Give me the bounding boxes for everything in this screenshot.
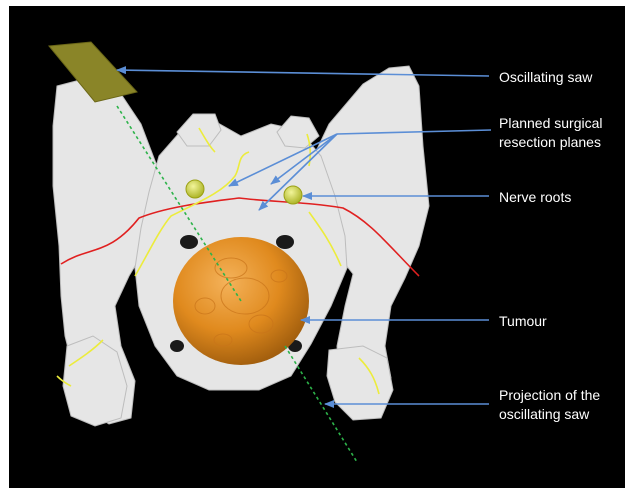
label-tumour: Tumour <box>499 312 547 331</box>
label-nerve-roots: Nerve roots <box>499 188 571 207</box>
label-oscillating-saw: Oscillating saw <box>499 68 592 87</box>
arrow-to-saw <box>117 70 489 76</box>
pelvis-render-panel: Oscillating saw Planned surgical resecti… <box>9 6 625 488</box>
label-resection-planes: Planned surgical resection planes <box>499 114 603 152</box>
right-ischium <box>327 346 393 420</box>
vertebra-process <box>277 116 319 148</box>
tumour <box>173 237 309 365</box>
label-saw-projection: Projection of the oscillating saw <box>499 386 600 424</box>
